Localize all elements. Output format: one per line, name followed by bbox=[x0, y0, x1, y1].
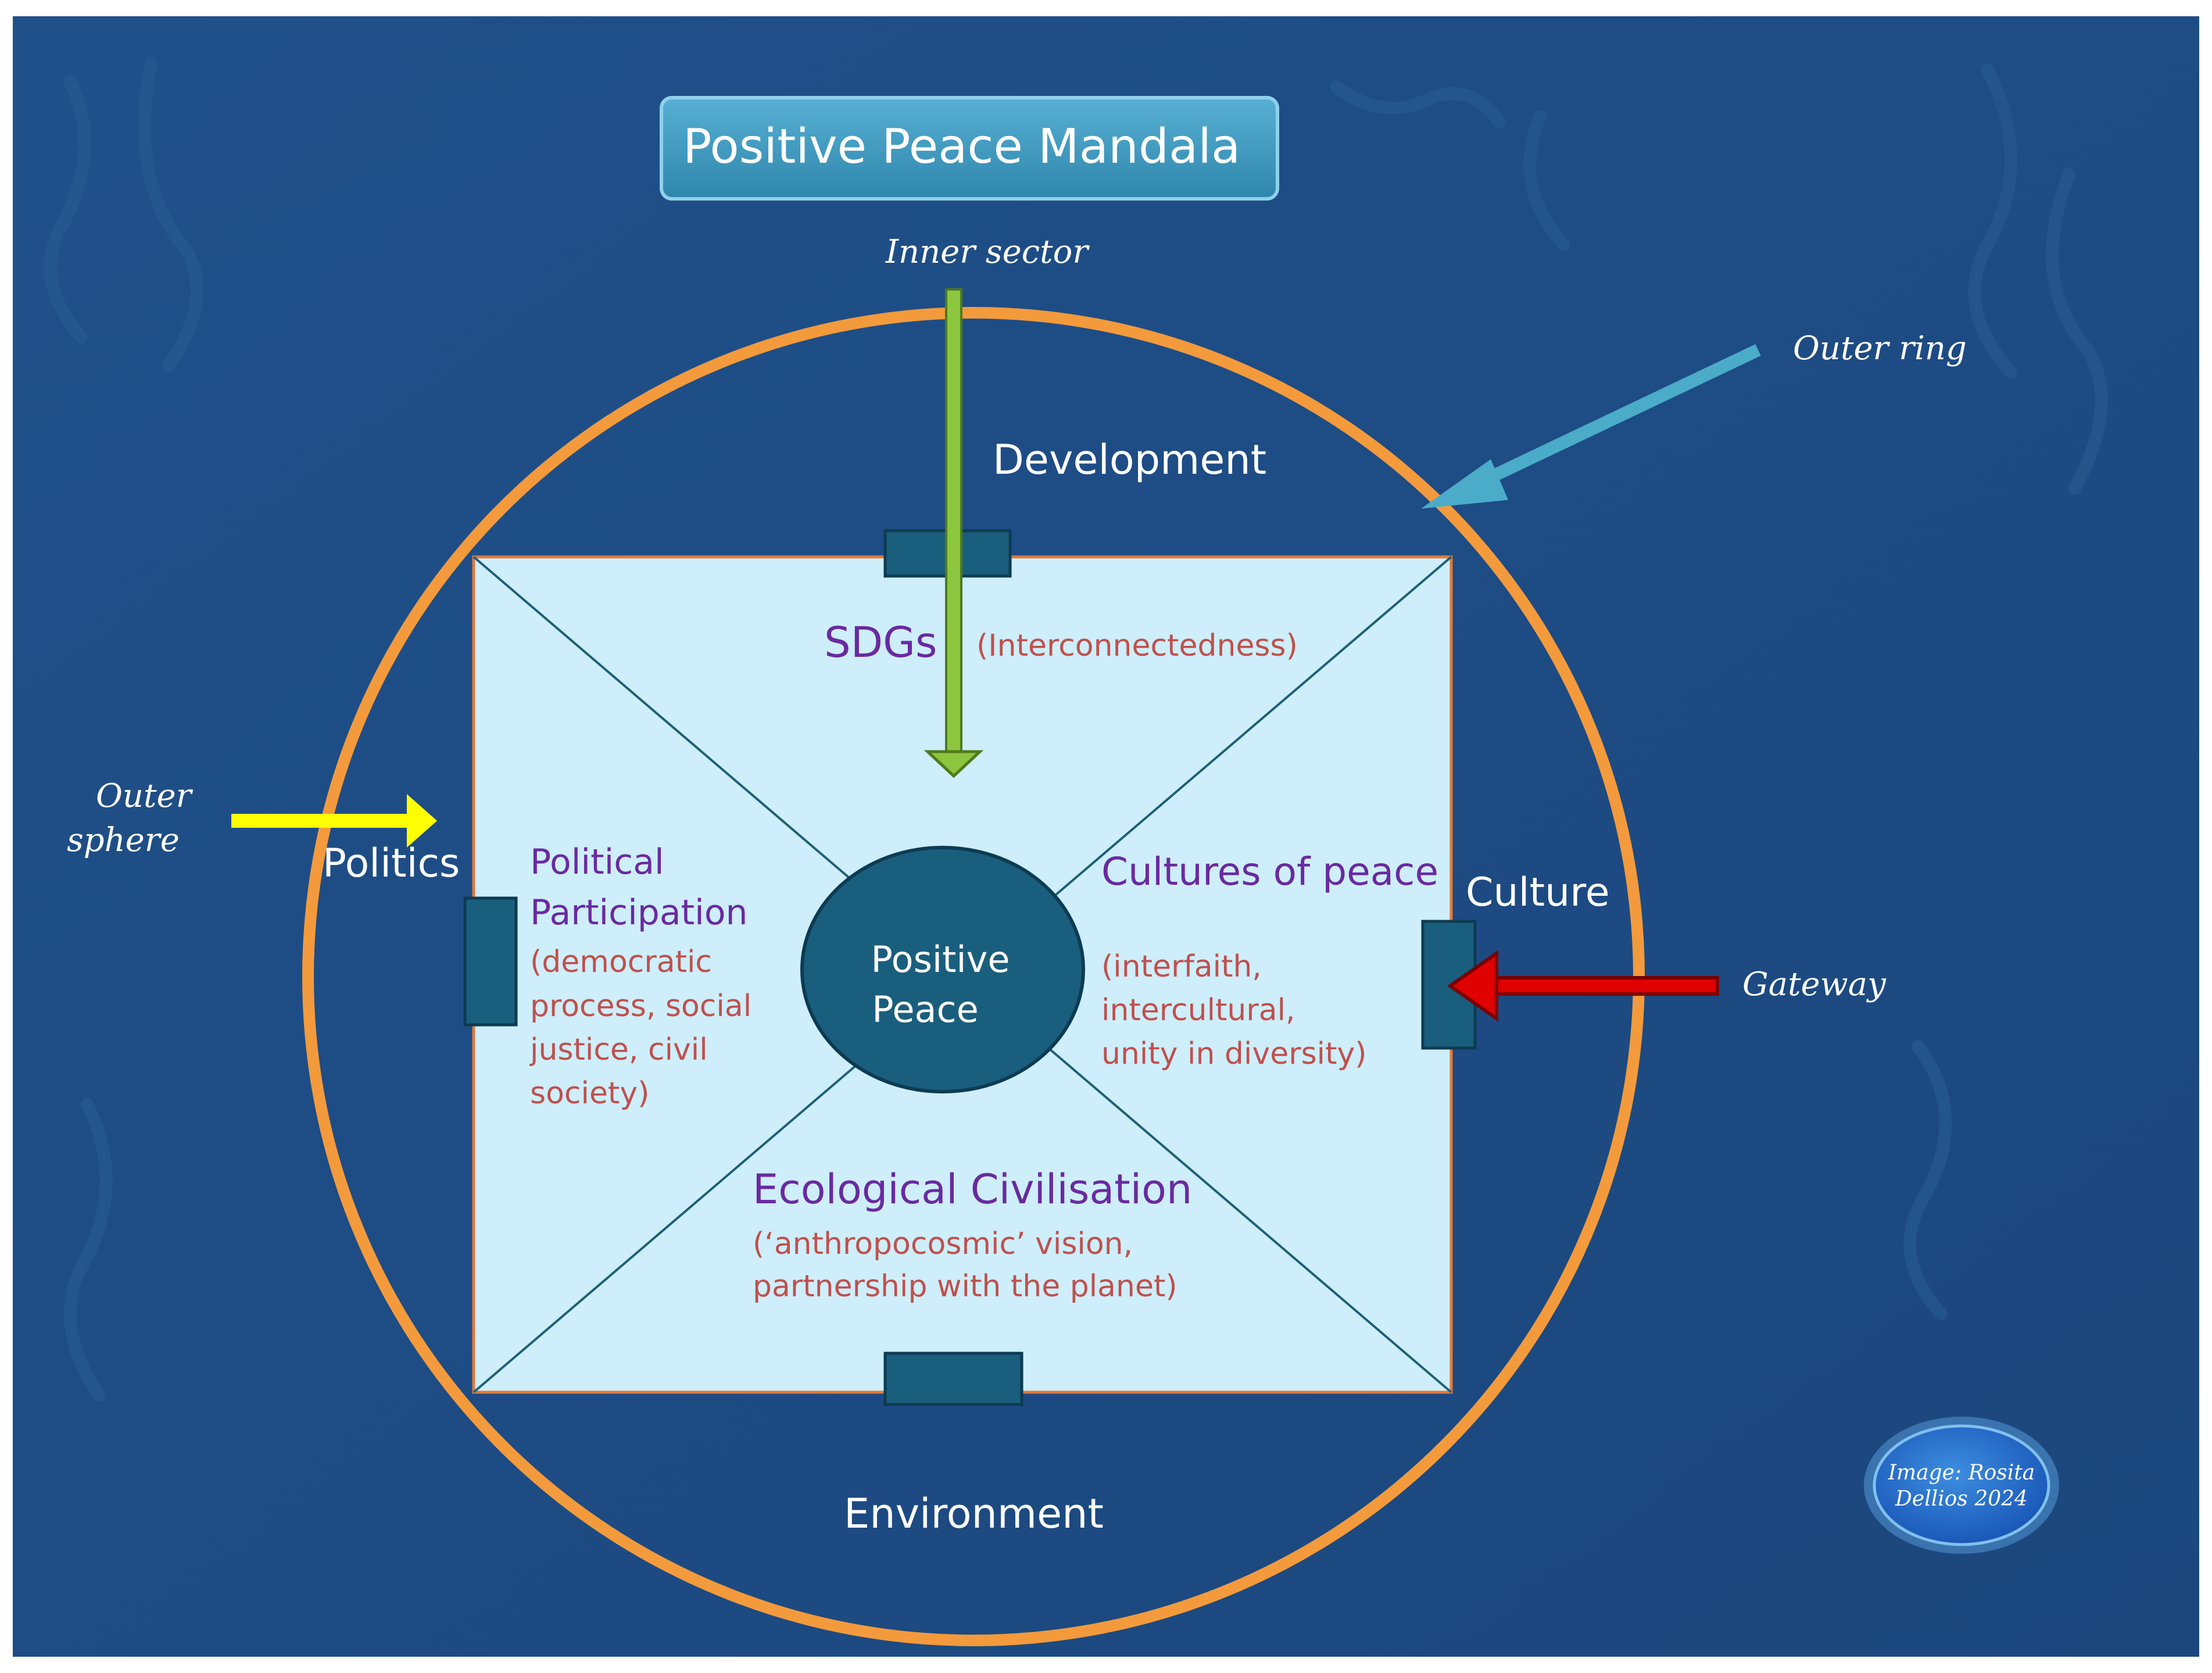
sdgs-note: (Interconnectedness) bbox=[976, 628, 1298, 663]
development-label: Development bbox=[993, 436, 1266, 484]
cultures-of-peace-note-line2: intercultural, bbox=[1101, 993, 1295, 1028]
political-participation-heading-line1: Political bbox=[530, 842, 664, 882]
political-participation-note-line4: society) bbox=[530, 1076, 649, 1111]
outer-ring-arrow bbox=[1421, 344, 1761, 509]
outer-ring-label: Outer ring bbox=[1793, 330, 1967, 367]
inner-sector-label: Inner sector bbox=[885, 233, 1090, 271]
credit-line2: Dellios 2024 bbox=[1895, 1487, 2028, 1511]
inner-sector-arrow bbox=[924, 288, 984, 778]
political-participation-note-line3: justice, civil bbox=[529, 1032, 708, 1067]
cultures-of-peace-note-line3: unity in diversity) bbox=[1101, 1036, 1367, 1071]
culture-label: Culture bbox=[1466, 870, 1610, 916]
center-ellipse bbox=[800, 846, 1085, 1093]
center-label-line1: Positive bbox=[871, 938, 1010, 981]
outer-sphere-label-line1: Outer bbox=[96, 777, 194, 815]
outer-sphere-label-line2: sphere bbox=[67, 821, 180, 859]
politics-label: Politics bbox=[323, 841, 460, 886]
gate-bottom bbox=[883, 1352, 1023, 1406]
political-participation-heading-line2: Participation bbox=[530, 892, 748, 933]
center-label-line2: Peace bbox=[872, 988, 979, 1031]
credit-badge: Image: Rosita Dellios 2024 bbox=[1864, 1417, 2059, 1554]
outer-sphere-arrow bbox=[231, 794, 437, 848]
political-participation-note-line1: (democratic bbox=[530, 945, 712, 980]
gateway-label: Gateway bbox=[1742, 966, 1887, 1003]
gate-left bbox=[463, 896, 518, 1027]
sdgs-heading: SDGs bbox=[824, 618, 937, 667]
cultures-of-peace-heading: Cultures of peace bbox=[1101, 849, 1438, 894]
ecological-civilisation-heading: Ecological Civilisation bbox=[753, 1166, 1192, 1213]
ecological-civilisation-note-line2: partnership with the planet) bbox=[753, 1269, 1177, 1304]
environment-label: Environment bbox=[844, 1490, 1104, 1538]
title-box bbox=[660, 96, 1279, 201]
credit-line1: Image: Rosita bbox=[1888, 1461, 2035, 1485]
ecological-civilisation-note-line1: (‘anthropocosmic’ vision, bbox=[753, 1227, 1133, 1261]
cultures-of-peace-note-line1: (interfaith, bbox=[1101, 949, 1262, 984]
gateway-arrow bbox=[1447, 950, 1719, 1022]
page-title: Positive Peace Mandala bbox=[683, 119, 1240, 174]
political-participation-note-line2: process, social bbox=[530, 989, 751, 1024]
